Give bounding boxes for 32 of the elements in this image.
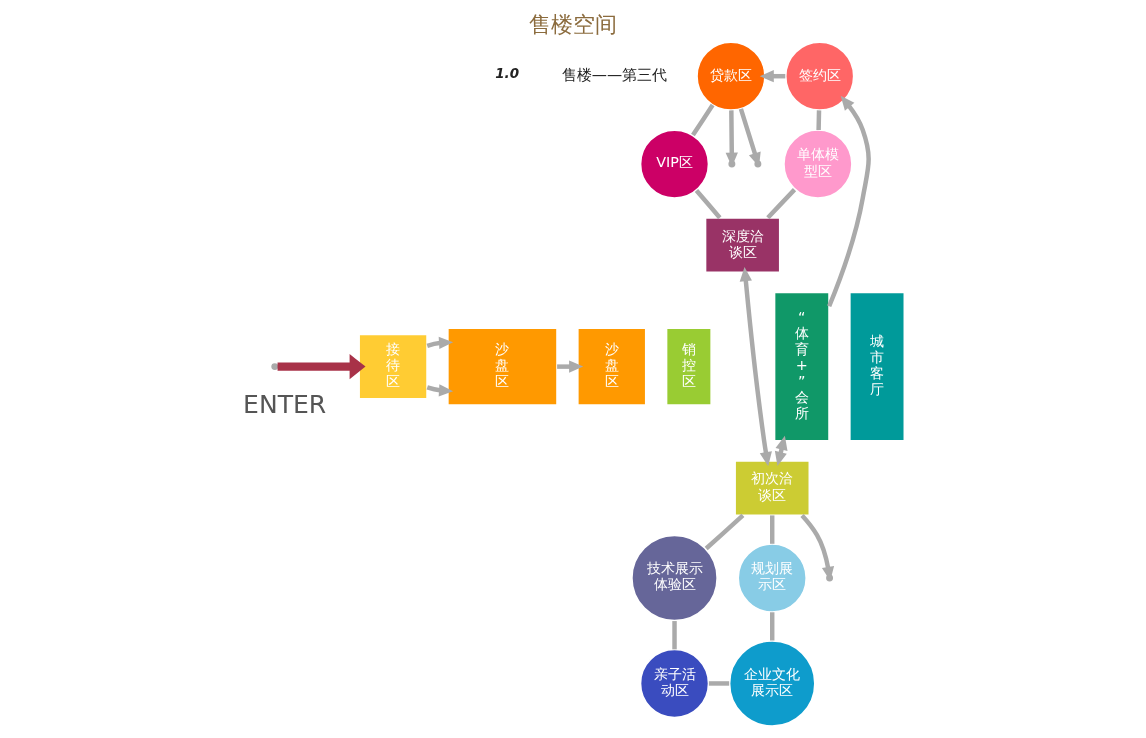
arrow xyxy=(556,360,583,373)
connector xyxy=(694,189,721,220)
edge-label: ENTER xyxy=(242,390,326,420)
connector xyxy=(769,612,774,641)
connector xyxy=(765,188,796,220)
node-box: “体育+”会所 xyxy=(773,291,830,442)
arrow xyxy=(739,267,772,467)
label: 1.0 xyxy=(494,66,519,82)
node-box: 沙盘区 xyxy=(576,327,647,407)
node-box: 初次洽谈区 xyxy=(733,459,810,517)
node-circle: 规划展示区 xyxy=(736,543,807,613)
arrow xyxy=(826,95,871,308)
connector xyxy=(704,513,744,551)
connector xyxy=(690,103,715,137)
node-circle: 企业文化展示区 xyxy=(728,639,816,728)
connector xyxy=(815,110,821,130)
diagram-title: 售楼空间 xyxy=(529,12,617,38)
node-circle: 亲子活动区 xyxy=(639,648,709,719)
connector xyxy=(708,681,729,686)
node-box: 销控区 xyxy=(665,327,712,407)
label: 售楼——第三代 xyxy=(561,65,667,84)
node-box: 接待区 xyxy=(357,333,428,400)
node-circle: VIP区 xyxy=(639,129,709,199)
node-circle: 技术展示体验区 xyxy=(630,534,718,622)
node-circle: 贷款区 xyxy=(695,41,766,112)
arrow xyxy=(277,354,366,380)
node-box: 沙盘区 xyxy=(446,327,558,407)
node-circle: 单体模型区 xyxy=(782,129,853,200)
connector xyxy=(769,515,774,544)
connector xyxy=(671,621,677,650)
node-box: 深度洽谈区 xyxy=(704,216,781,274)
node-box: 城市客厅 xyxy=(848,291,905,442)
